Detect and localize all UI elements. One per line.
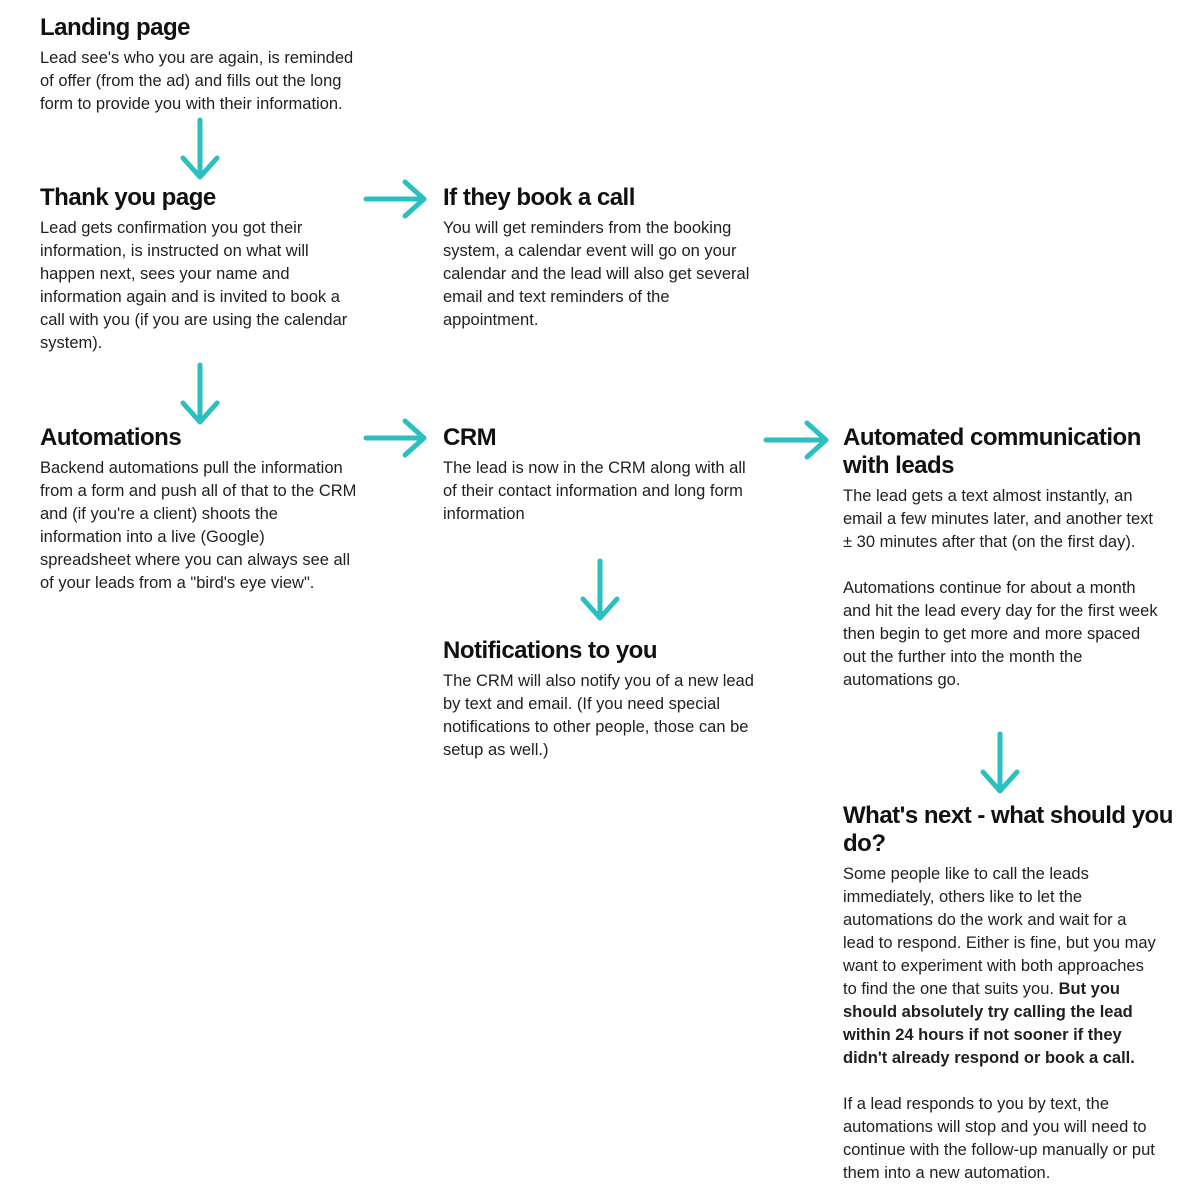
automated-communication-body-p2: Automations continue for about a month a… xyxy=(843,579,1158,689)
whats-next-body-p2: If a lead responds to you by text, the a… xyxy=(843,1095,1155,1182)
block-automations: Automations Backend automations pull the… xyxy=(40,424,362,595)
block-landing-page: Landing page Lead see's who you are agai… xyxy=(40,14,362,116)
book-call-title: If they book a call xyxy=(443,184,635,211)
book-call-body: You will get reminders from the booking … xyxy=(443,219,750,329)
arrow-down-icon xyxy=(980,731,1020,794)
block-if-they-book-a-call: If they book a call You will get reminde… xyxy=(443,184,765,332)
whats-next-body-p1: Some people like to call the leads immed… xyxy=(843,863,1161,1070)
landing-page-body: Lead see's who you are again, is reminde… xyxy=(40,49,354,113)
arrow-down-icon xyxy=(580,558,620,621)
arrow-right-icon xyxy=(363,179,427,219)
whats-next-title: What's next - what should you do? xyxy=(843,802,1173,857)
crm-title: CRM xyxy=(443,424,497,451)
arrow-down-icon xyxy=(180,362,220,425)
automated-communication-body-p1: The lead gets a text almost instantly, a… xyxy=(843,487,1154,551)
block-automated-communication: Automated communication with leads The l… xyxy=(843,424,1165,692)
arrow-down-icon xyxy=(180,117,220,180)
notifications-body: The CRM will also notify you of a new le… xyxy=(443,672,754,759)
landing-page-title: Landing page xyxy=(40,14,191,41)
crm-body: The lead is now in the CRM along with al… xyxy=(443,459,746,523)
automated-communication-title: Automated communication with leads xyxy=(843,424,1141,479)
block-thank-you-page: Thank you page Lead gets confirmation yo… xyxy=(40,184,362,355)
automations-title: Automations xyxy=(40,424,182,451)
block-crm: CRM The lead is now in the CRM along wit… xyxy=(443,424,765,526)
block-notifications-to-you: Notifications to you The CRM will also n… xyxy=(443,637,765,762)
arrow-right-icon xyxy=(363,418,427,458)
thank-you-page-body: Lead gets confirmation you got their inf… xyxy=(40,219,348,352)
block-whats-next: What's next - what should you do? Some p… xyxy=(843,802,1173,1185)
thank-you-page-title: Thank you page xyxy=(40,184,216,211)
whats-next-body-p1-regular: Some people like to call the leads immed… xyxy=(843,865,1156,998)
notifications-title: Notifications to you xyxy=(443,637,658,664)
whats-next-body-p1-bold: But you should absolutely try calling th… xyxy=(843,980,1135,1067)
automations-body: Backend automations pull the information… xyxy=(40,459,357,592)
